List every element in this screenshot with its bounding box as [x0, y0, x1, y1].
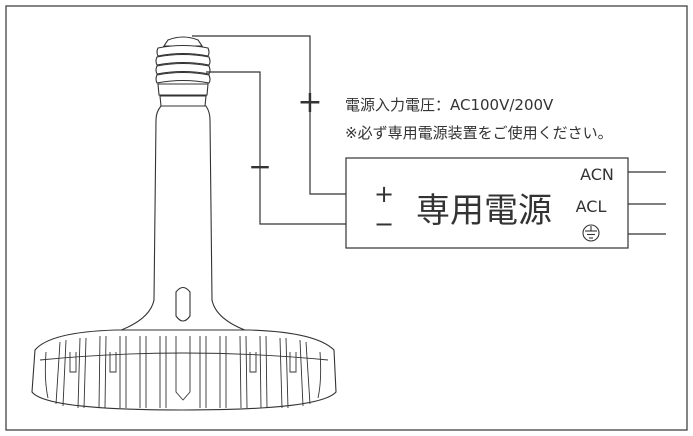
heatsink-fins	[39, 335, 329, 409]
notice-text: ※必ず専用電源装置をご使用ください。	[345, 124, 613, 142]
minus-wire-mark: −	[248, 150, 271, 183]
plus-wire-mark: +	[297, 85, 322, 120]
diagram-frame	[5, 5, 688, 431]
power-unit-label: 専用電源	[416, 191, 552, 231]
output-acl-label: ACL	[576, 197, 607, 216]
lamp-slot	[175, 286, 191, 322]
output-acn-label: ACN	[580, 165, 614, 184]
wires	[192, 35, 666, 235]
power-unit-box	[345, 157, 629, 249]
screw-base	[155, 36, 211, 107]
plus-wire	[192, 35, 370, 195]
ground-symbol-icon	[582, 224, 600, 242]
minus-wire	[206, 71, 370, 225]
power-unit-plus: +	[374, 180, 394, 208]
power-unit-minus: −	[374, 210, 394, 238]
led-lamp-icon	[31, 36, 337, 411]
power-spec-text: 電源入力電圧：AC100V/200V	[345, 96, 554, 114]
